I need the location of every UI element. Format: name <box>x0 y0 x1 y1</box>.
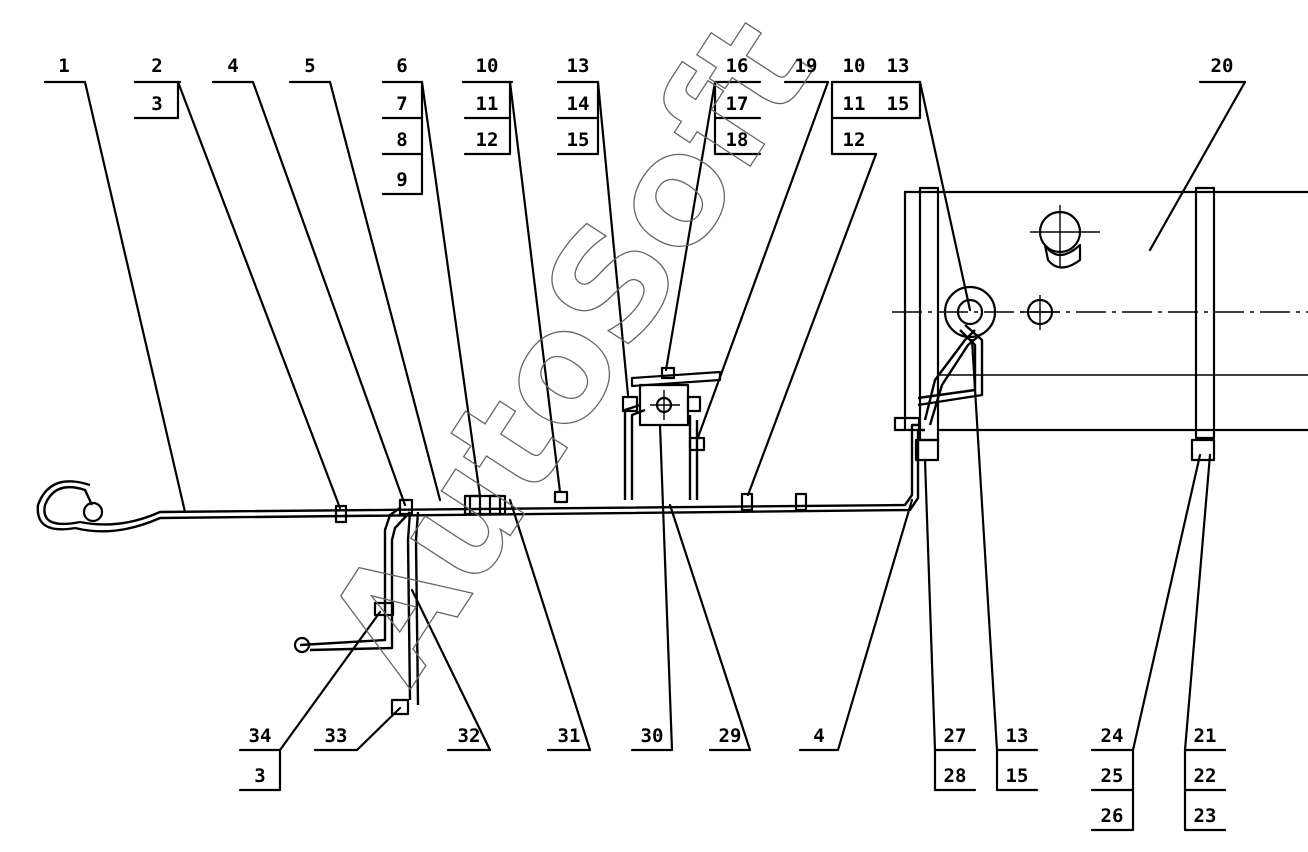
fuel-pipes <box>36 324 984 716</box>
label-23: 23 <box>1194 805 1217 827</box>
label-12: 12 <box>476 129 499 151</box>
label-3-b: 3 <box>254 765 265 787</box>
label-26: 26 <box>1101 805 1124 827</box>
label-11: 11 <box>476 93 499 115</box>
label-31: 31 <box>558 725 581 747</box>
fuel-tank <box>892 186 1308 462</box>
pipe-clamps <box>334 416 921 617</box>
label-30: 30 <box>641 725 664 747</box>
label-28: 28 <box>944 765 967 787</box>
label-27: 27 <box>944 725 967 747</box>
label-21: 21 <box>1194 725 1217 747</box>
callout-labels: 1 2 3 4 5 6 7 8 9 10 11 12 13 14 15 16 1… <box>58 55 1233 827</box>
label-9: 9 <box>396 169 407 191</box>
label-5: 5 <box>304 55 315 77</box>
label-4: 4 <box>227 55 238 77</box>
label-29: 29 <box>719 725 742 747</box>
label-25: 25 <box>1101 765 1124 787</box>
label-6: 6 <box>396 55 407 77</box>
label-15-b: 15 <box>887 93 910 115</box>
label-1: 1 <box>58 55 69 77</box>
label-7: 7 <box>396 93 407 115</box>
label-13-c: 13 <box>1006 725 1029 747</box>
label-15: 15 <box>567 129 590 151</box>
label-16: 16 <box>726 55 749 77</box>
label-32: 32 <box>458 725 481 747</box>
label-2: 2 <box>151 55 162 77</box>
label-12-b: 12 <box>843 129 866 151</box>
label-8: 8 <box>396 129 407 151</box>
label-24: 24 <box>1101 725 1124 747</box>
label-15-c: 15 <box>1006 765 1029 787</box>
label-10-b: 10 <box>843 55 866 77</box>
label-13: 13 <box>567 55 590 77</box>
label-10: 10 <box>476 55 499 77</box>
label-14: 14 <box>567 93 590 115</box>
leader-lines <box>43 80 1247 832</box>
label-34: 34 <box>249 725 272 747</box>
label-13-b: 13 <box>887 55 910 77</box>
label-22: 22 <box>1194 765 1217 787</box>
label-20: 20 <box>1211 55 1234 77</box>
label-18: 18 <box>726 129 749 151</box>
label-17: 17 <box>726 93 749 115</box>
label-3: 3 <box>151 93 162 115</box>
label-11-b: 11 <box>843 93 866 115</box>
label-19: 19 <box>795 55 818 77</box>
label-4-b: 4 <box>813 725 824 747</box>
label-33: 33 <box>325 725 348 747</box>
